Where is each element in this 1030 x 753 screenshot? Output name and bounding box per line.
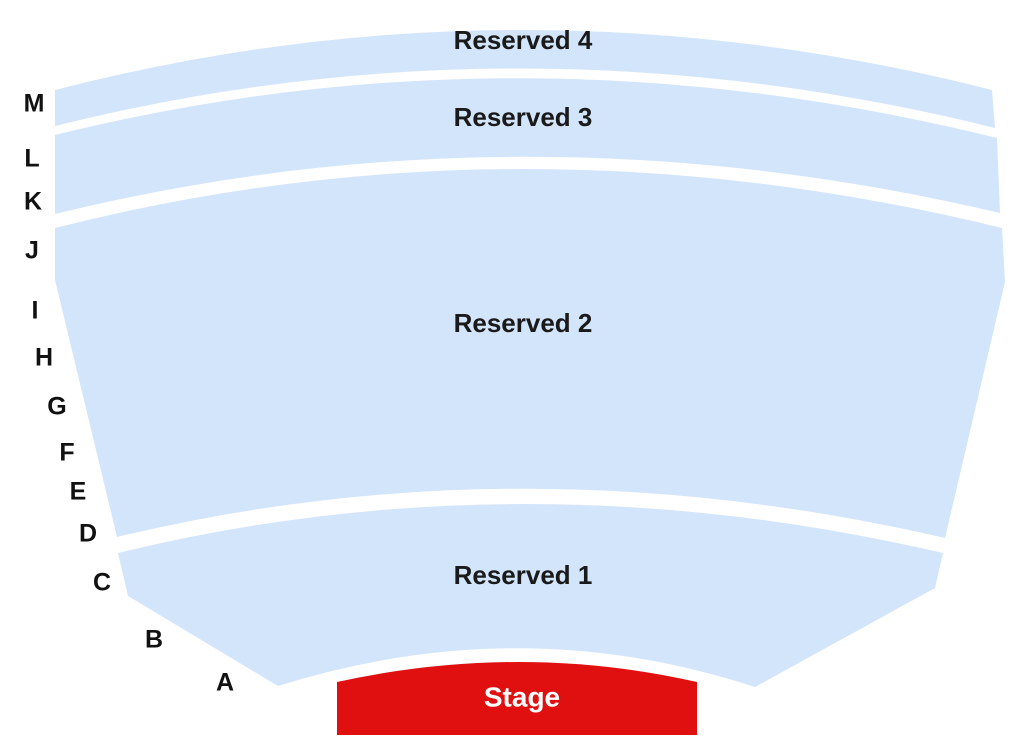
section-reserved-2-label: Reserved 2	[454, 308, 593, 338]
row-label-i: I	[32, 297, 39, 325]
section-reserved-1-area[interactable]	[118, 504, 943, 687]
row-label-l: L	[24, 145, 39, 173]
section-reserved-1-label: Reserved 1	[454, 560, 593, 590]
row-label-k: K	[24, 188, 42, 216]
section-reserved-4-label: Reserved 4	[454, 25, 593, 55]
stage-label: Stage	[484, 681, 560, 712]
section-reserved-4[interactable]: Reserved 4	[55, 25, 995, 128]
section-reserved-1[interactable]: Reserved 1	[118, 504, 943, 687]
stage-area	[337, 662, 697, 735]
row-label-g: G	[47, 393, 66, 421]
row-label-a: A	[216, 669, 234, 697]
stage: Stage	[337, 662, 697, 735]
section-reserved-3[interactable]: Reserved 3	[55, 78, 1000, 214]
row-label-h: H	[35, 344, 53, 372]
row-label-c: C	[93, 569, 111, 597]
row-label-b: B	[145, 626, 163, 654]
row-labels: M L K J I H G F E D C B A	[24, 90, 234, 697]
section-reserved-3-area[interactable]	[55, 78, 1000, 214]
row-label-d: D	[79, 520, 97, 548]
row-label-f: F	[59, 439, 74, 467]
section-reserved-2-area[interactable]	[55, 169, 1005, 538]
section-reserved-2[interactable]: Reserved 2	[55, 169, 1005, 538]
section-reserved-3-label: Reserved 3	[454, 102, 593, 132]
row-label-j: J	[25, 237, 39, 265]
row-label-m: M	[24, 90, 45, 118]
section-reserved-4-area[interactable]	[55, 30, 995, 128]
row-label-e: E	[70, 478, 87, 506]
